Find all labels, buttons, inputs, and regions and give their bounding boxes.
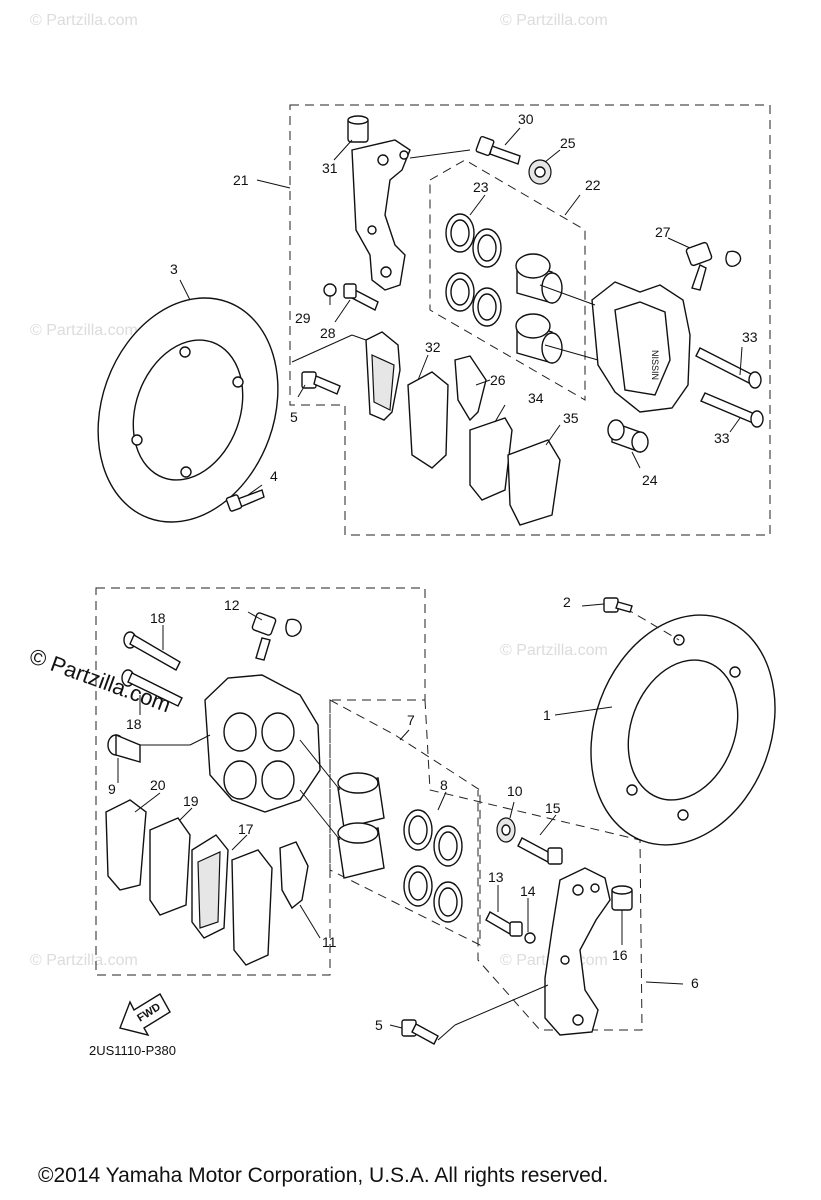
watermark-text: © Partzilla.com <box>30 12 138 29</box>
bolt-2-axis <box>624 607 680 641</box>
watermark-text: © Partzilla.com <box>30 952 138 969</box>
brake-pad-set-lower <box>105 799 309 966</box>
callout-2: 2 <box>563 594 571 610</box>
bolt-5-upper <box>301 371 341 395</box>
callout-25: 25 <box>560 135 576 151</box>
callouts-upper: 21 3 31 30 25 23 22 27 29 28 32 33 26 5 … <box>170 111 758 488</box>
callout-32: 32 <box>425 339 441 355</box>
callout-5-upper: 5 <box>290 409 298 425</box>
bolt-13 <box>485 911 523 937</box>
callout-10: 10 <box>507 783 523 799</box>
callout-20: 20 <box>150 777 166 793</box>
callout-18-upper: 18 <box>150 610 166 626</box>
callout-4: 4 <box>270 468 278 484</box>
callout-13: 13 <box>488 869 504 885</box>
pistons-upper <box>515 253 563 364</box>
callout-30: 30 <box>518 111 534 127</box>
callout-34: 34 <box>528 390 544 406</box>
copyright-footer: ©2014 Yamaha Motor Corporation, U.S.A. A… <box>38 1164 608 1187</box>
callout-24: 24 <box>642 472 658 488</box>
group-22-outline <box>429 159 586 401</box>
callout-3: 3 <box>170 261 178 277</box>
callout-11: 11 <box>322 934 337 950</box>
callout-7: 7 <box>407 712 415 728</box>
brake-pad-set-upper <box>365 331 561 526</box>
bushing-16 <box>611 885 633 911</box>
callout-5-lower: 5 <box>375 1017 383 1033</box>
callout-1: 1 <box>543 707 551 723</box>
callout-29: 29 <box>295 310 311 326</box>
watermark-text: © Partzilla.com <box>500 642 608 659</box>
drawing-code: 2US1110-P380 <box>89 1043 176 1058</box>
bleed-screw-27 <box>685 241 742 291</box>
callout-35: 35 <box>563 410 579 426</box>
leader-lines-lower <box>117 603 684 1041</box>
bleed-screw-12 <box>251 612 302 661</box>
brake-disc-lower <box>590 614 776 846</box>
group-21-outline <box>289 104 771 536</box>
callout-27: 27 <box>655 224 671 240</box>
caliper-brand-text: NISSIN <box>650 350 660 380</box>
disc-bolt-lower <box>603 597 633 613</box>
callout-19: 19 <box>183 793 199 809</box>
callout-18-lower: 18 <box>126 716 142 732</box>
callout-14: 14 <box>520 883 536 899</box>
caliper-bracket-lower <box>544 867 611 1036</box>
callout-26: 26 <box>490 372 506 388</box>
washer-29 <box>323 283 337 297</box>
callout-16: 16 <box>612 947 628 963</box>
callout-22: 22 <box>585 177 601 193</box>
callout-9: 9 <box>108 781 116 797</box>
callout-31: 31 <box>322 160 338 176</box>
watermark-text: © Partzilla.com <box>500 12 608 29</box>
pins-18 <box>121 631 183 707</box>
nut-10 <box>496 817 516 843</box>
bushing-24 <box>607 419 649 453</box>
forward-arrow: FWD <box>119 993 171 1037</box>
callout-21: 21 <box>233 172 249 188</box>
bolt-30 <box>475 135 521 165</box>
callout-6: 6 <box>691 975 699 991</box>
callout-33-upper: 33 <box>742 329 758 345</box>
piston-seals-23 <box>445 213 502 327</box>
caliper-bracket-upper <box>351 139 411 291</box>
pistons-lower <box>337 772 385 879</box>
callout-12: 12 <box>224 597 240 613</box>
leader-lines-upper <box>179 127 743 496</box>
bolt-5-lower <box>401 1019 439 1045</box>
pins-33 <box>695 347 764 428</box>
brake-disc-upper <box>97 297 279 523</box>
group-7-outline <box>329 699 481 946</box>
bushing-31 <box>347 115 369 143</box>
watermark-text: © Partzilla.com <box>30 322 138 339</box>
callout-8: 8 <box>440 777 448 793</box>
caliper-lower <box>204 674 321 813</box>
caliper-upper: NISSIN <box>591 281 691 413</box>
callout-17: 17 <box>238 821 254 837</box>
callouts-lower: 12 2 18 18 7 1 9 8 10 20 15 19 17 13 14 … <box>108 594 699 1033</box>
piston-seals-8 <box>403 809 463 923</box>
nut-25 <box>528 159 552 185</box>
disc-bolt-upper <box>225 489 265 512</box>
bolt-15 <box>517 837 563 865</box>
callout-15: 15 <box>545 800 561 816</box>
callout-28: 28 <box>320 325 336 341</box>
callout-23: 23 <box>473 179 489 195</box>
bushing-9 <box>107 733 141 763</box>
callout-33-lower: 33 <box>714 430 730 446</box>
bolt-28 <box>343 283 379 311</box>
washer-14 <box>524 932 536 944</box>
group-6-outline <box>424 699 643 1031</box>
